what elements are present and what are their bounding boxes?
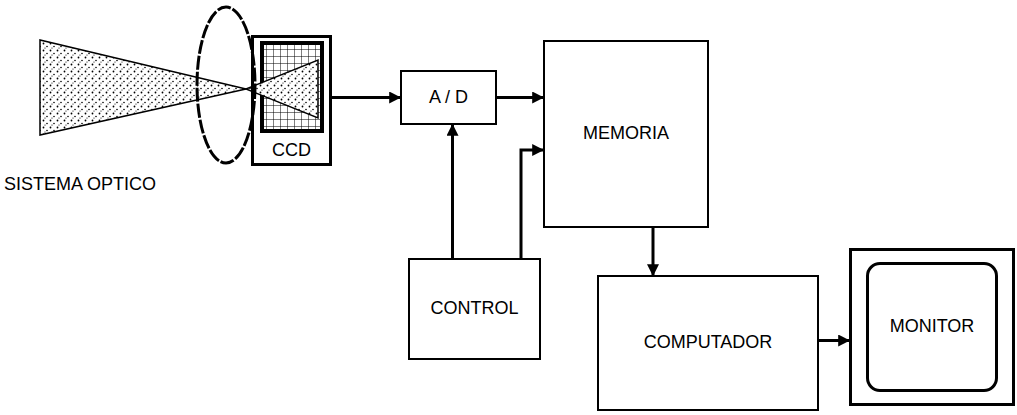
signal-arrow: [819, 339, 849, 342]
node-label: A / D: [429, 88, 468, 108]
node-label: CCD: [272, 141, 311, 161]
signal-arrow: [451, 125, 454, 258]
node-label: COMPUTADOR: [644, 333, 773, 353]
control-box: CONTROL: [408, 258, 541, 360]
node-label: MONITOR: [890, 317, 975, 337]
node-label: MEMORIA: [583, 124, 669, 144]
computer-box: COMPUTADOR: [597, 275, 819, 411]
lens: [197, 7, 255, 163]
signal-arrow: [497, 96, 543, 99]
optical-system-label: SISTEMA OPTICO: [4, 174, 156, 195]
node-label: CONTROL: [430, 299, 518, 319]
signal-arrow: [652, 228, 655, 275]
ccd-sensor: CCD: [251, 35, 332, 166]
memory-box: MEMORIA: [543, 40, 709, 228]
adc-box: A / D: [400, 70, 497, 125]
monitor-screen: MONITOR: [866, 262, 998, 392]
light-cone: [40, 40, 318, 135]
signal-arrow: [521, 150, 543, 258]
signal-arrow: [332, 96, 400, 99]
monitor-box: MONITOR: [849, 248, 1015, 406]
